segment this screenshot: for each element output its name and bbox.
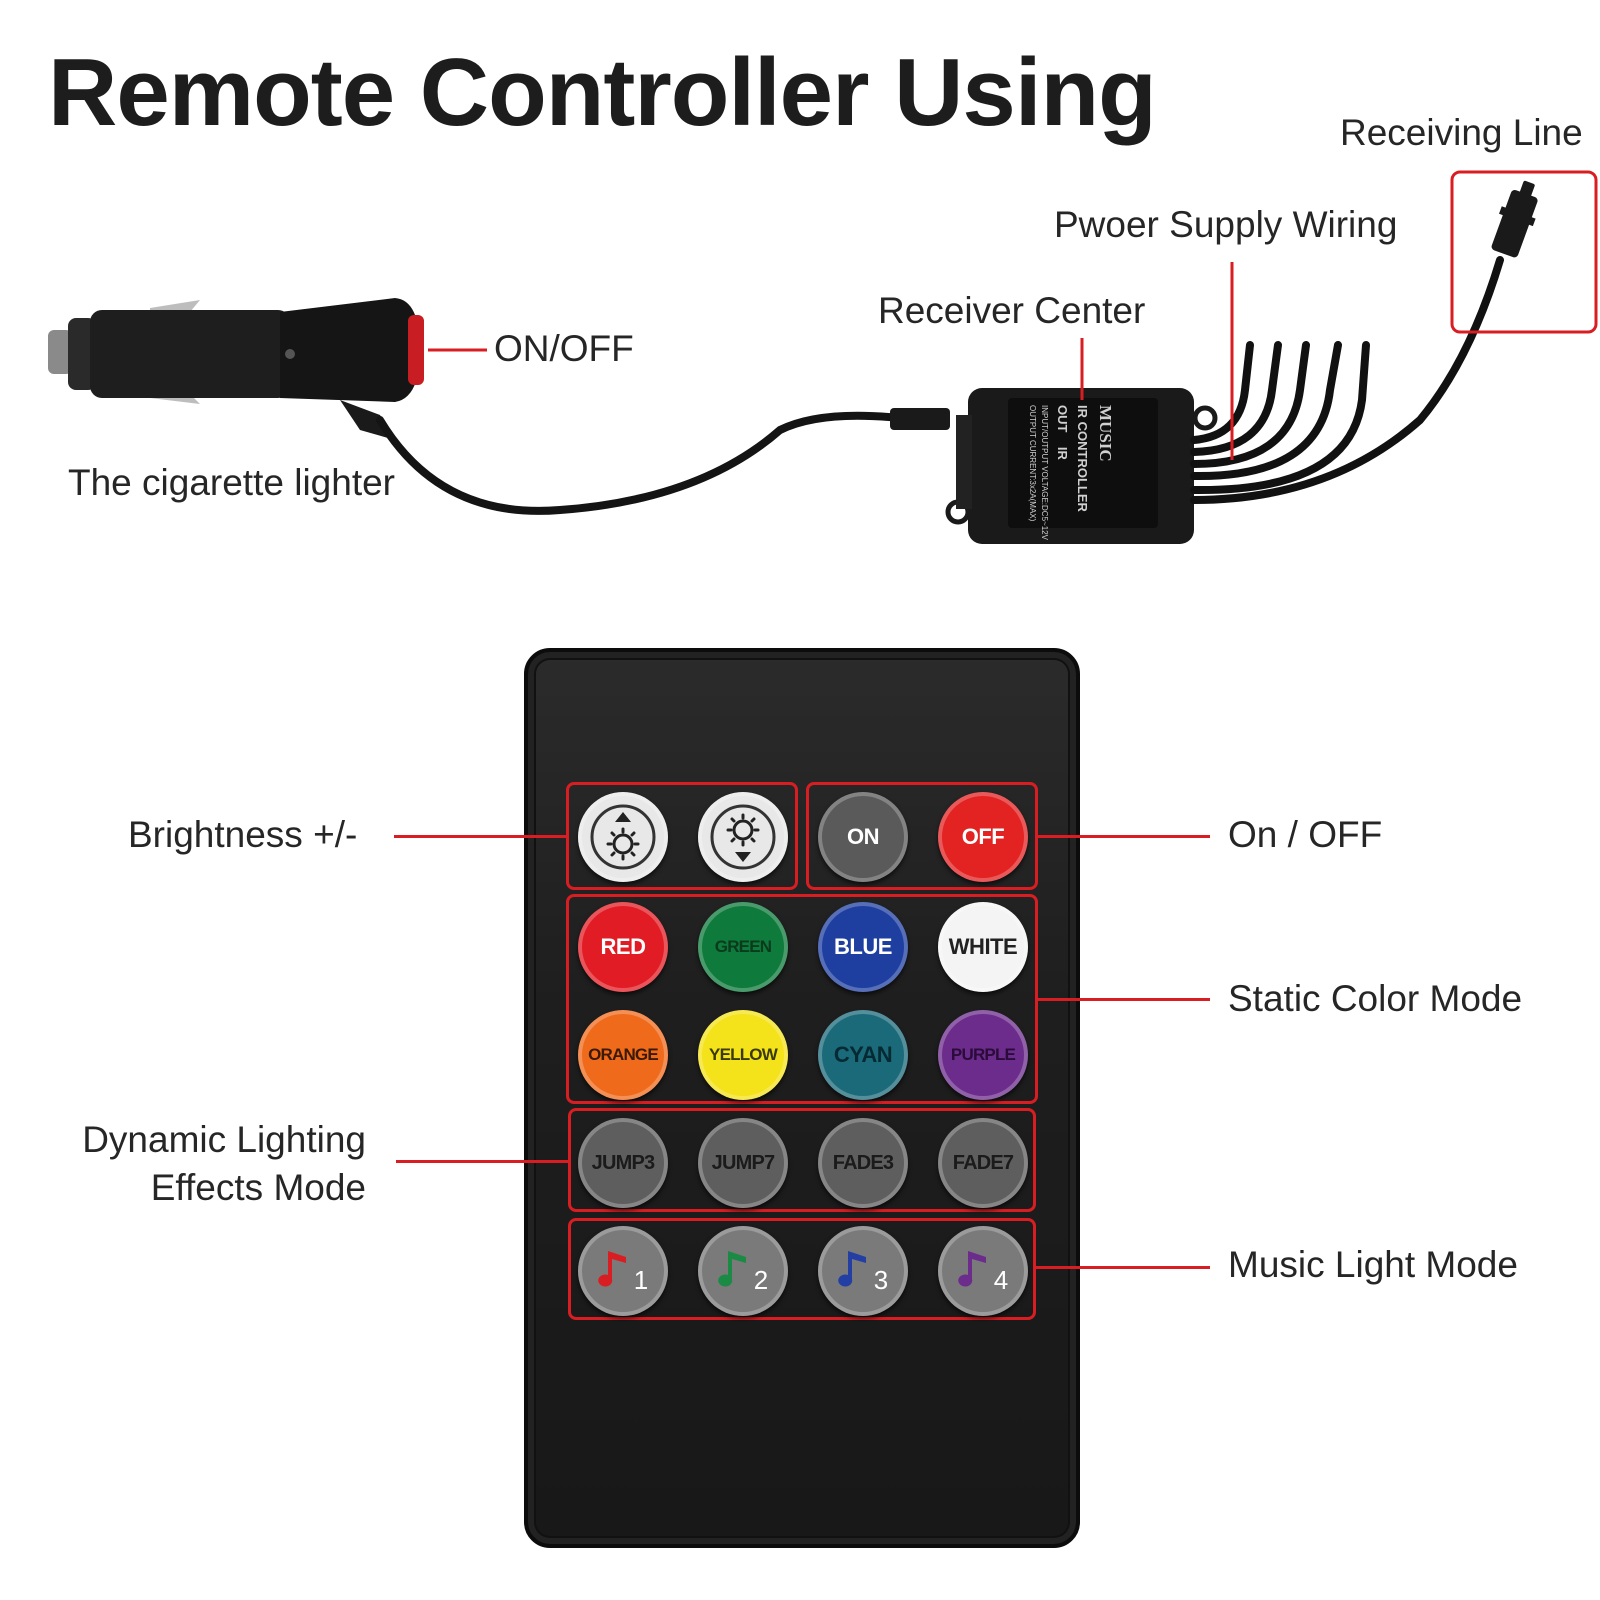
- fade3-button[interactable]: FADE3: [818, 1118, 908, 1208]
- receiver-voltage-text: INPUT/OUTPUT VOLTAGE:DC5~12V: [1040, 405, 1049, 541]
- blue-button[interactable]: BLUE: [818, 902, 908, 992]
- green-button[interactable]: GREEN: [698, 902, 788, 992]
- orange-button[interactable]: ORANGE: [578, 1010, 668, 1100]
- cigarette-lighter-label: The cigarette lighter: [68, 462, 396, 503]
- music-note-icon: [837, 1251, 866, 1287]
- music-mode-2-button[interactable]: 2: [698, 1226, 788, 1316]
- cigarette-lighter-plug: [48, 298, 424, 440]
- receiving-line-label: Receiving Line: [1340, 112, 1583, 153]
- page-title: Remote Controller Using: [48, 39, 1157, 146]
- purple-button[interactable]: PURPLE: [938, 1010, 1028, 1100]
- jump3-button[interactable]: JUMP3: [578, 1118, 668, 1208]
- brightness-down-icon: [710, 804, 776, 870]
- receiver-current-text: OUTPUT CURRENT:3x2A(MAX): [1028, 405, 1037, 522]
- static-color-leader-line: [1038, 998, 1210, 1001]
- receiving-line-highlight-box: [1450, 170, 1598, 334]
- on-off-group-box: [806, 782, 1038, 890]
- receiver-ports-text: OUT IR: [1055, 405, 1070, 461]
- receiver-center-box: MUSIC IR CONTROLLER OUT IR INPUT/OUTPUT …: [945, 388, 1218, 544]
- brightness-label: Brightness +/-: [128, 814, 358, 855]
- receiver-brand-text: MUSIC: [1096, 405, 1115, 462]
- music-note-icon: [597, 1251, 626, 1287]
- receiver-center-label: Receiver Center: [878, 290, 1146, 331]
- power-cable: [376, 411, 904, 515]
- dynamic-mode-label-line2: Effects Mode: [150, 1167, 366, 1208]
- receiving-line-cable: [1190, 256, 1504, 504]
- dynamic-mode-label-line1: Dynamic Lighting: [82, 1119, 366, 1160]
- brightness-up-button[interactable]: [578, 792, 668, 882]
- music-mode-number: 2: [753, 1264, 769, 1295]
- music-mode-1-button[interactable]: 1: [578, 1226, 668, 1316]
- on-button[interactable]: ON: [818, 792, 908, 882]
- receiving-line-connector: [1491, 180, 1538, 258]
- cyan-button[interactable]: CYAN: [818, 1010, 908, 1100]
- receiver-title-text: IR CONTROLLER: [1075, 405, 1090, 512]
- on-off-leader-line: [1038, 835, 1210, 838]
- red-button[interactable]: RED: [578, 902, 668, 992]
- brightness-up-icon: [590, 804, 656, 870]
- music-note-icon: [717, 1251, 746, 1287]
- off-button[interactable]: OFF: [938, 792, 1028, 882]
- white-button[interactable]: WHITE: [938, 902, 1028, 992]
- dynamic-mode-label: Dynamic Lighting Effects Mode: [40, 1116, 366, 1212]
- brightness-group-box: [566, 782, 798, 890]
- brightness-leader-line: [394, 835, 566, 838]
- on-off-switch-label: ON/OFF: [494, 328, 634, 369]
- jump7-button[interactable]: JUMP7: [698, 1118, 788, 1208]
- dynamic-leader-line: [396, 1160, 568, 1163]
- yellow-button[interactable]: YELLOW: [698, 1010, 788, 1100]
- fade7-button[interactable]: FADE7: [938, 1118, 1028, 1208]
- music-group-box: [568, 1218, 1036, 1320]
- music-mode-number: 4: [993, 1264, 1009, 1295]
- music-light-mode-label: Music Light Mode: [1228, 1244, 1518, 1285]
- on-off-label: On / OFF: [1228, 814, 1383, 855]
- brightness-down-button[interactable]: [698, 792, 788, 882]
- dynamic-group-box: [568, 1108, 1036, 1212]
- music-mode-number: 3: [873, 1264, 889, 1295]
- static-color-group-box: [566, 894, 1038, 1104]
- music-mode-3-button[interactable]: 3: [818, 1226, 908, 1316]
- music-mode-4-button[interactable]: 4: [938, 1226, 1028, 1316]
- power-supply-wires: [1190, 341, 1370, 495]
- music-leader-line: [1036, 1266, 1210, 1269]
- power-supply-wiring-label: Pwoer Supply Wiring: [1054, 204, 1398, 245]
- music-mode-number: 1: [633, 1264, 649, 1295]
- music-note-icon: [957, 1251, 986, 1287]
- wiring-diagram: MUSIC IR CONTROLLER OUT IR INPUT/OUTPUT …: [48, 170, 1598, 544]
- static-color-mode-label: Static Color Mode: [1228, 978, 1523, 1019]
